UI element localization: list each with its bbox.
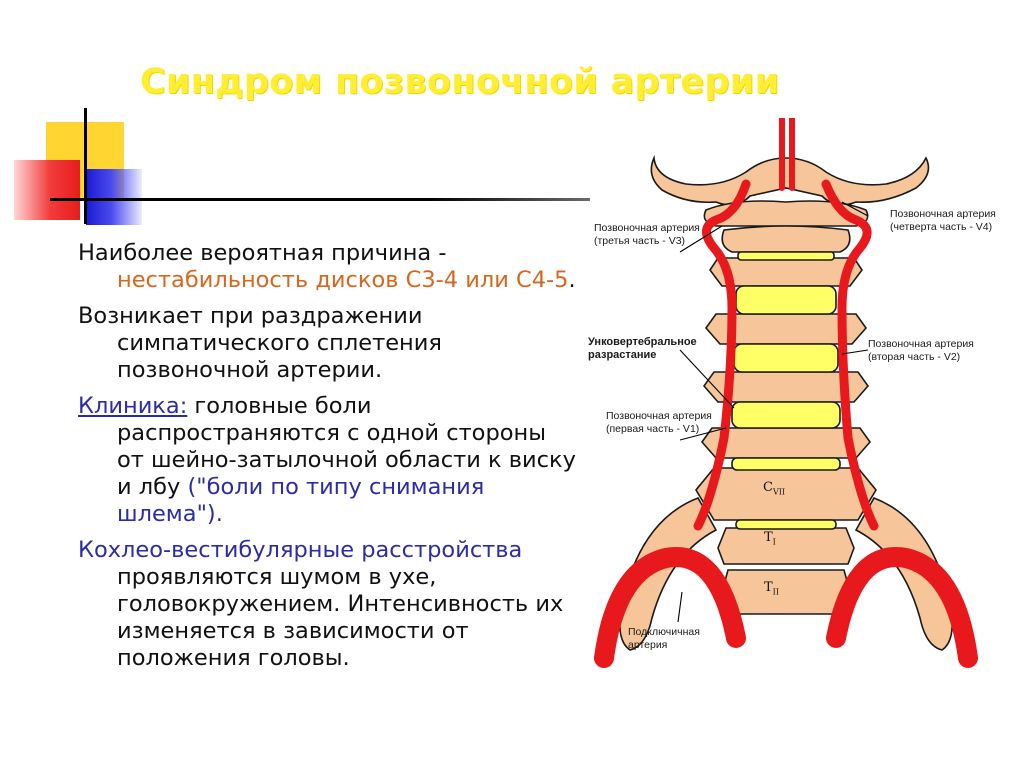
rib-left xyxy=(619,497,718,651)
bullet-cochleo-text: проявляются шумом в ухе, головокружением… xyxy=(117,564,564,671)
slide-title: Синдром позвоночной артерии xyxy=(140,62,780,102)
left-vertebral-artery xyxy=(693,179,751,531)
label-c7: CVII xyxy=(763,480,786,497)
label-v4: Позвоночная артерия (четверта часть - V4… xyxy=(890,208,996,233)
bullet-cochleo-highlight: Кохлео-вестибулярные расстройства xyxy=(78,537,523,563)
right-vertebral-artery xyxy=(821,179,879,531)
bullet-origin: Возникает при раздражении симпатического… xyxy=(78,303,578,384)
disc-c3-4 xyxy=(735,285,837,315)
left-subclavian-artery xyxy=(594,547,746,668)
vertebra-c7 xyxy=(695,467,877,521)
disc-c7-t1 xyxy=(735,519,837,530)
bullet-cause: Наиболее вероятная причина - нестабильно… xyxy=(78,240,578,294)
vertebra-t2 xyxy=(721,569,851,615)
vertebra-t1 xyxy=(717,527,855,565)
disc-c6-7 xyxy=(731,457,841,471)
bullet-cause-highlight: нестабильность дисков С3-4 или С4-5 xyxy=(117,267,569,293)
vertebra-c4 xyxy=(704,313,868,345)
leader-v4 xyxy=(841,201,869,217)
decor-blue-square xyxy=(86,169,142,225)
label-t2: TII xyxy=(764,580,779,597)
right-subclavian-artery xyxy=(826,547,978,668)
bullet-cause-end: . xyxy=(568,267,576,293)
label-unco: Унковертебральное разрастание xyxy=(588,336,697,361)
leader-subclavian xyxy=(677,591,683,623)
spine-drawing xyxy=(594,118,978,668)
vertebra-c2 xyxy=(721,225,851,253)
decor-red-square xyxy=(14,160,80,220)
label-subclavian: Подключичная артерия xyxy=(628,626,700,651)
clinic-link[interactable]: Клиника: xyxy=(78,393,188,419)
bullet-clinic: Клиника: головные боли распространяются … xyxy=(78,393,578,528)
disc-c4-5 xyxy=(733,343,839,373)
label-v1: Позвоночная артерия (первая часть - V1) xyxy=(606,410,712,435)
basilar-artery xyxy=(779,118,795,191)
leader-v3 xyxy=(679,225,723,253)
label-v2: Позвоночная артерия (вторая часть - V2) xyxy=(868,338,974,363)
bullet-origin-text: Возникает при раздражении симпатического… xyxy=(78,303,442,383)
decor-vertical-line xyxy=(84,108,87,224)
disc-c5-6 xyxy=(731,401,841,429)
disc-c2-3 xyxy=(737,251,835,261)
leader-v2 xyxy=(841,349,869,355)
bullet-cochleo: Кохлео-вестибулярные расстройства проявл… xyxy=(78,537,578,672)
rib-right xyxy=(854,497,953,651)
bullet-list: Наиболее вероятная причина - нестабильно… xyxy=(78,240,578,681)
label-v3: Позвоночная артерия (третья часть - V3) xyxy=(594,222,700,247)
bullet-cause-text: Наиболее вероятная причина - xyxy=(78,240,447,266)
spine-illustration: Позвоночная артерия (третья часть - V3) … xyxy=(586,118,1006,678)
label-t1: TI xyxy=(764,530,776,547)
leader-unco xyxy=(679,349,735,409)
decor-horizontal-line xyxy=(50,198,590,201)
vertebra-c5 xyxy=(702,371,870,403)
bullet-clinic-text: головные боли распространяются с одной с… xyxy=(117,393,576,500)
bullet-clinic-highlight: ("боли по типу снимания шлема"). xyxy=(117,474,485,527)
leader-v1 xyxy=(679,427,727,441)
